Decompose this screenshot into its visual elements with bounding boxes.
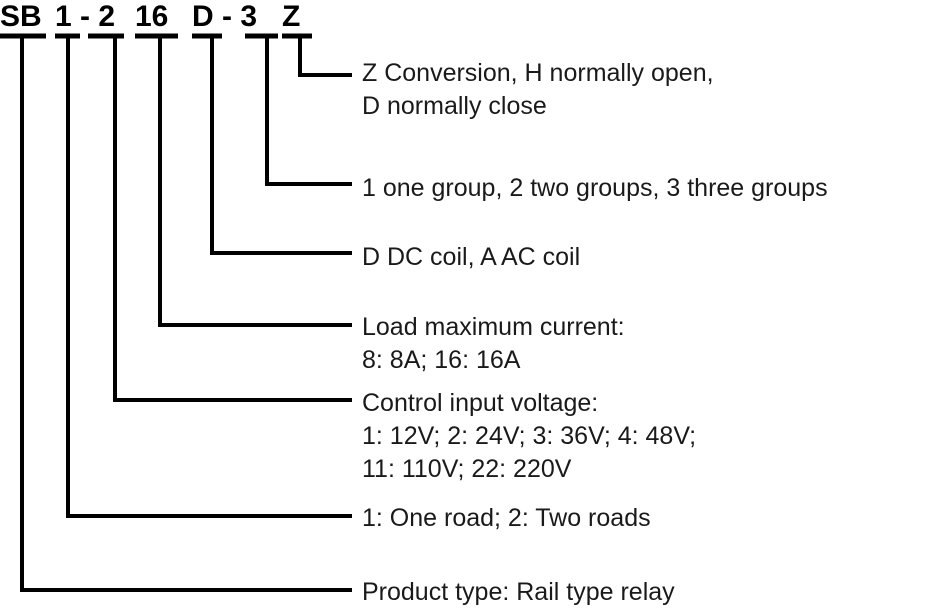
code-segment: D - 3 (192, 0, 258, 33)
code-segment: 1 - 2 (55, 0, 116, 33)
code-segment: SB (0, 0, 42, 33)
annotation-line: D DC coil, A AC coil (362, 243, 581, 271)
annotation-line: Control input voltage: (362, 389, 599, 417)
annotation-load-maximum-current: Load maximum current: 8: 8A; 16: 16A (362, 311, 625, 377)
annotation-line: 1: 12V; 2: 24V; 3: 36V; 4: 48V; (362, 422, 697, 450)
annotation-line: 1 one group, 2 two groups, 3 three group… (362, 174, 828, 202)
annotation-product-type: Product type: Rail type relay (362, 576, 675, 609)
annotation-coil-type: D DC coil, A AC coil (362, 241, 580, 274)
annotation-road-count: 1: One road; 2: Two roads (362, 502, 651, 535)
code-segment: Z (282, 0, 301, 33)
annotation-line: 8: 8A; 16: 16A (362, 346, 521, 374)
annotation-line: D normally close (362, 92, 547, 120)
annotation-line: Product type: Rail type relay (362, 578, 675, 606)
annotation-line: Z Conversion, H normally open, (362, 59, 714, 87)
annotation-line: 11: 110V; 22: 220V (362, 455, 572, 483)
annotation-contact-groups: 1 one group, 2 two groups, 3 three group… (362, 172, 828, 205)
code-segment: 16 (135, 0, 169, 33)
annotation-conversion-type: Z Conversion, H normally open, D normally… (362, 57, 714, 123)
annotation-line: Load maximum current: (362, 313, 625, 341)
annotation-control-input-voltage: Control input voltage: 1: 12V; 2: 24V; 3:… (362, 387, 696, 486)
annotation-line: 1: One road; 2: Two roads (362, 504, 651, 532)
